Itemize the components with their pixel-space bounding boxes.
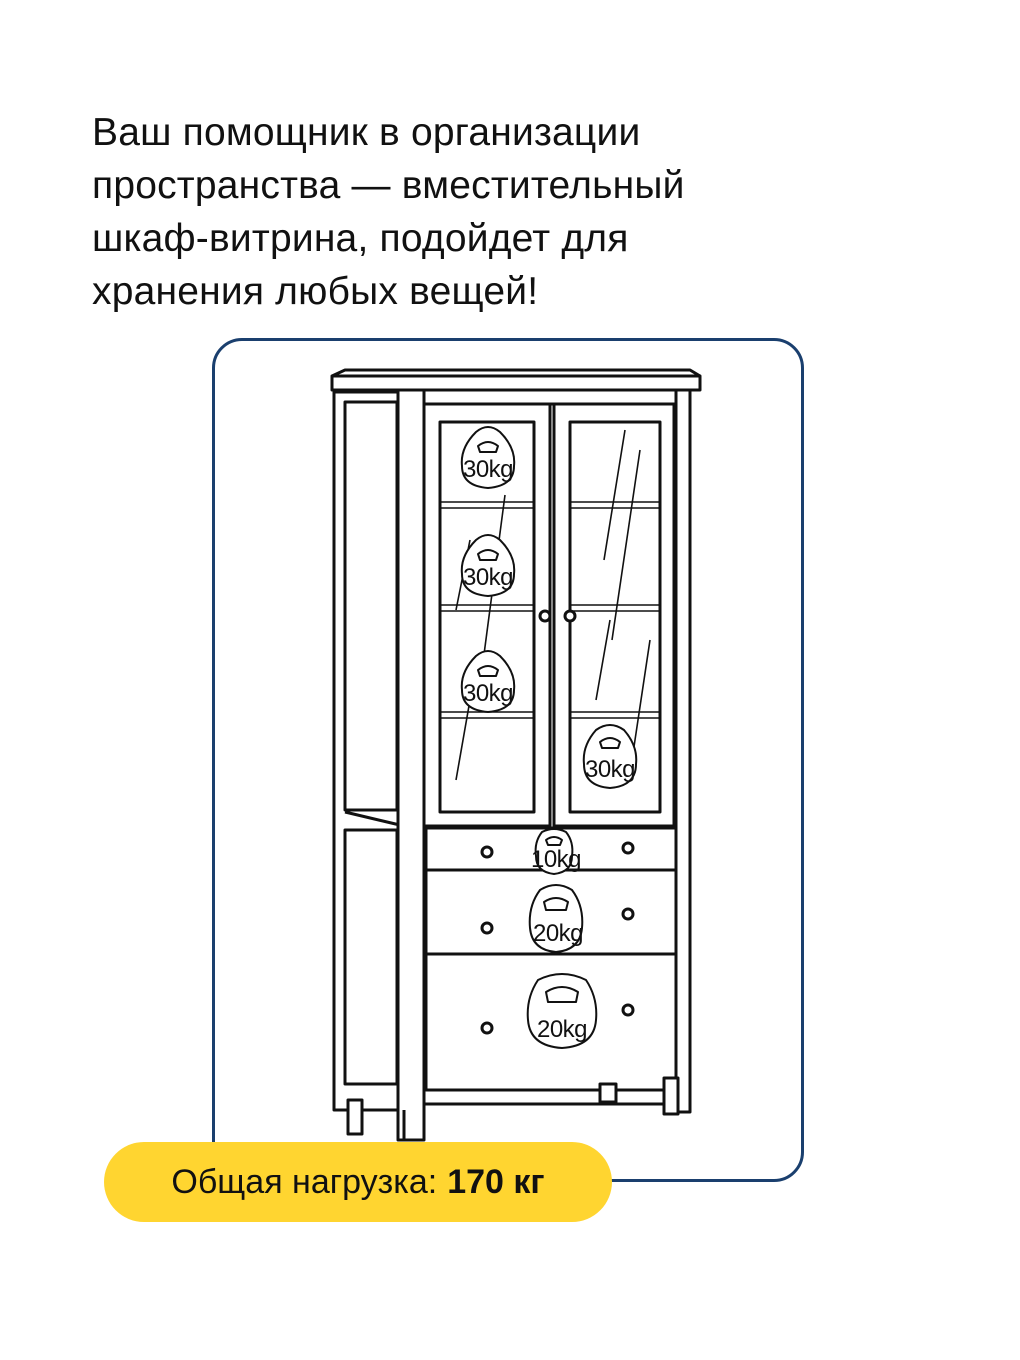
kettlebell-icon [460,534,516,597]
kettlebell-icon [460,650,516,713]
kettlebell-icon [534,828,574,875]
kettlebell-icon [526,973,598,1049]
headline-line: Ваш помощник в организации [92,111,641,154]
weight-label: 20kg [532,920,584,947]
weight-label: 20kg [536,1016,588,1043]
headline: Ваш помощник в организации пространства … [92,106,872,318]
total-load-label: Общая нагрузка: [171,1162,438,1201]
total-load-value: 170 кг [447,1162,545,1201]
weight-label: 30kg [462,564,514,591]
weight-label: 30kg [462,680,514,707]
headline-line: хранения любых вещей! [92,270,539,313]
kettlebell-icon [528,884,584,953]
total-load-badge: Общая нагрузка: 170 кг [104,1142,612,1222]
weight-label: 30kg [584,756,636,783]
headline-line: шкаф-витрина, подойдет для [92,217,629,260]
weight-label: 10kg [530,846,582,873]
weight-label: 30kg [462,456,514,483]
kettlebell-icon [582,724,638,789]
kettlebell-icon [460,426,516,489]
headline-line: пространства — вместительный [92,164,685,207]
